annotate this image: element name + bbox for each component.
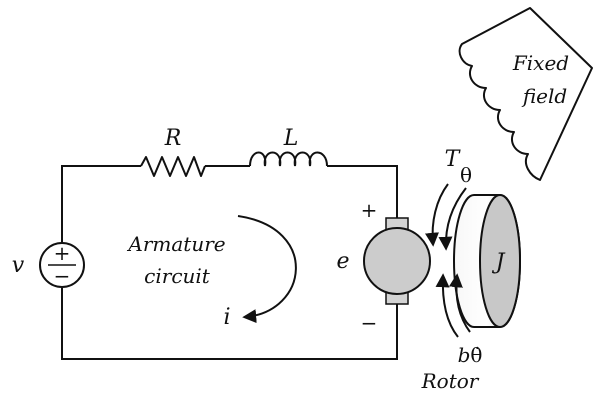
inertia-label: J xyxy=(492,250,506,275)
angle-label: θ xyxy=(460,163,472,187)
inductor-label: L xyxy=(283,126,299,151)
damping-b: b xyxy=(458,343,471,367)
current-label: i xyxy=(223,305,230,330)
motor-minus-sign: − xyxy=(361,311,378,335)
armature-label-line2: circuit xyxy=(144,264,211,288)
circuit-wires xyxy=(61,165,398,360)
torque-label: T xyxy=(445,147,462,172)
motor-plus-sign: + xyxy=(361,198,378,222)
current-arrow xyxy=(237,215,297,324)
theta-arrow xyxy=(438,187,467,251)
torque-arrows xyxy=(425,183,471,338)
voltage-source xyxy=(39,242,85,288)
inductor xyxy=(249,151,328,167)
motor-body xyxy=(363,227,431,295)
rotor-disk xyxy=(453,194,521,328)
rotor-label: Rotor xyxy=(421,369,480,393)
motor xyxy=(363,217,431,305)
torque-arrow xyxy=(425,183,449,247)
back-emf-label: e xyxy=(336,249,349,274)
rotor-face xyxy=(479,194,521,328)
resistor xyxy=(140,156,206,177)
source-plus-sign: + xyxy=(54,241,71,265)
damping-arrow-inner xyxy=(448,273,471,333)
voltage-label: v xyxy=(12,253,25,278)
damping-theta-dot: θ̇ xyxy=(470,343,482,367)
fixed-field-label-line1: Fixed xyxy=(512,51,569,75)
source-minus-sign: − xyxy=(54,264,71,288)
armature-label-line1: Armature xyxy=(126,232,225,256)
fixed-field-label-line2: field xyxy=(521,84,567,108)
damping-arrow-outer xyxy=(435,273,459,338)
resistor-label: R xyxy=(164,126,182,151)
damping-label: bθ̇ xyxy=(458,343,483,367)
fixed-field-magnet xyxy=(458,7,593,181)
